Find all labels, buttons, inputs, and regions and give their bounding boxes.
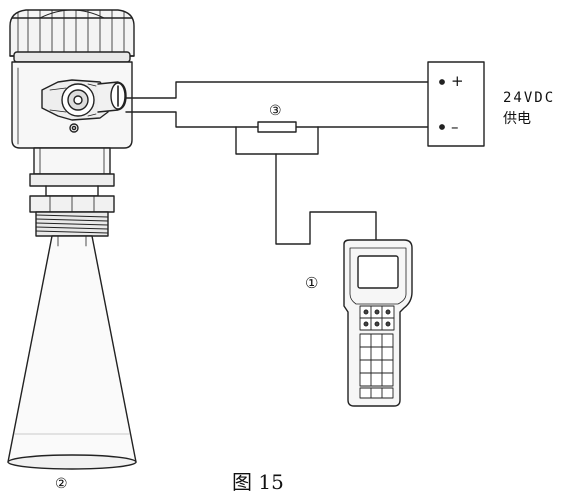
handheld-marker: ① — [305, 274, 319, 292]
wiring — [125, 81, 443, 245]
wire-negative — [125, 111, 259, 128]
neck — [29, 147, 115, 197]
resistor-marker: ③ — [269, 103, 282, 119]
handheld-tap — [235, 126, 319, 155]
cable-gland — [41, 79, 127, 121]
figure-caption: 图 15 — [232, 470, 284, 494]
terminal-positive — [439, 79, 445, 85]
minus-sign: – — [451, 118, 459, 136]
process-connection — [29, 195, 115, 237]
supply-name-label: 供电 — [503, 111, 531, 127]
power-supply-box — [427, 61, 485, 147]
power-supply — [427, 61, 485, 147]
plus-sign: + — [451, 72, 464, 90]
horn-marker: ② — [55, 476, 68, 492]
handheld-nav-keys — [359, 305, 395, 331]
terminal-negative — [439, 124, 445, 130]
wire-positive — [125, 81, 443, 99]
resistor — [257, 121, 297, 133]
handheld-cable — [275, 153, 377, 245]
handheld-screen — [357, 255, 399, 289]
housing-cap — [9, 9, 135, 63]
handheld-number-keys — [359, 333, 394, 399]
handheld-communicator — [343, 239, 413, 407]
supply-voltage-label: 24VDC — [503, 90, 556, 106]
horn-antenna — [7, 235, 137, 470]
radar-transmitter — [7, 9, 137, 470]
